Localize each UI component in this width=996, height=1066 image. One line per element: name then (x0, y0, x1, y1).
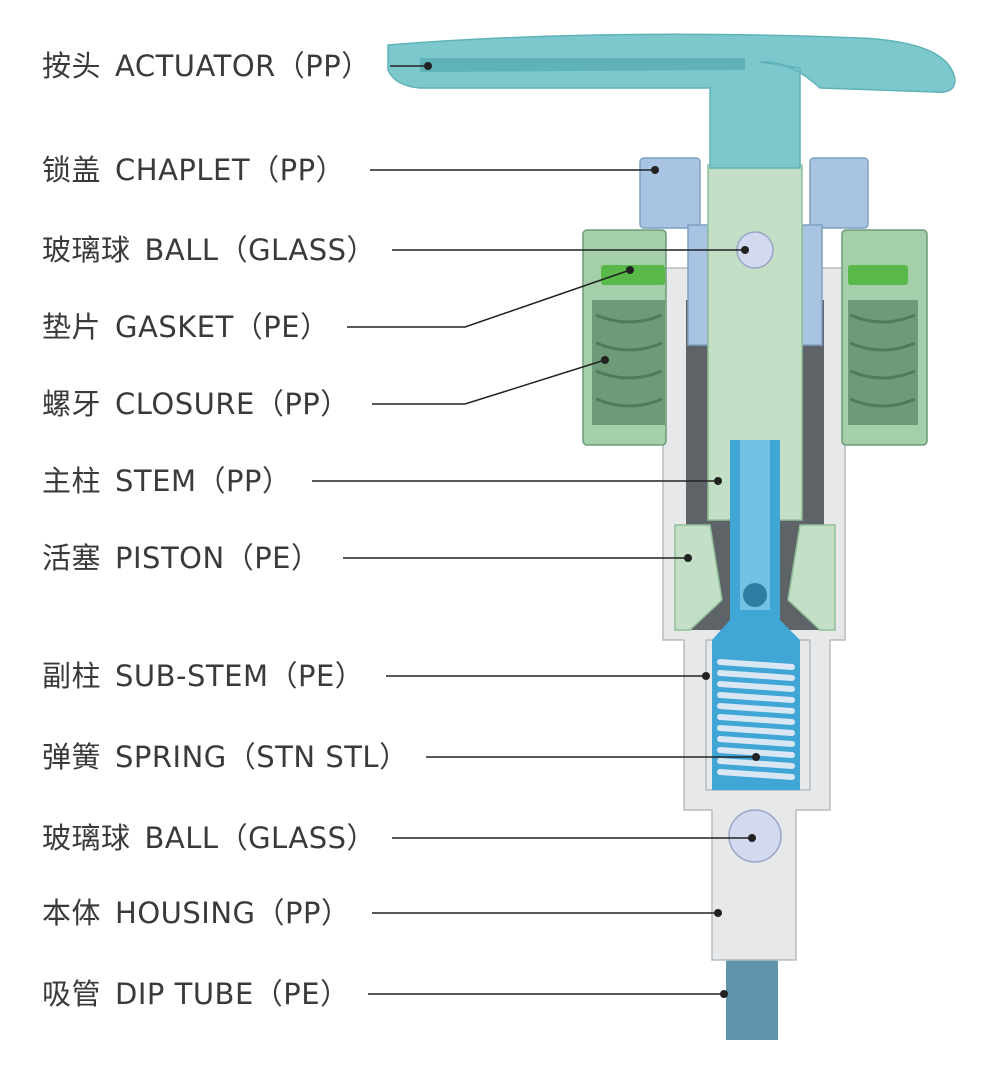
leader-dot (702, 672, 710, 680)
part-label-en: SUB-STEM（PE） (115, 659, 365, 693)
part-label-en: PISTON（PE） (115, 541, 321, 575)
thread-groove (595, 341, 663, 352)
leader-dot (752, 753, 760, 761)
part-label: 玻璃球 BALL（GLASS） (42, 232, 376, 268)
part-label-cn: 吸管 (42, 977, 102, 1011)
part-label: 弹簧 SPRING（STN STL） (42, 739, 409, 775)
thread-groove (849, 313, 916, 324)
gasket-right (848, 265, 908, 285)
spring (717, 659, 795, 780)
thread-groove (595, 313, 663, 324)
spring-coil (717, 769, 795, 780)
part-label: 副柱 SUB-STEM（PE） (42, 658, 364, 694)
part-label: 锁盖 CHAPLET（PP） (42, 152, 345, 188)
stem-port (743, 583, 767, 607)
actuator (387, 33, 956, 169)
part-label: 螺牙 CLOSURE（PP） (42, 386, 350, 422)
part-label-cn: 玻璃球 (42, 821, 131, 855)
spring-coil (717, 659, 795, 670)
part-label-cn: 玻璃球 (42, 233, 131, 267)
part-label: 按头 ACTUATOR（PP） (42, 48, 371, 84)
part-label-cn: 按头 (42, 49, 102, 83)
leader-dot (601, 356, 609, 364)
spring-coil (717, 725, 795, 736)
part-label: 活塞 PISTON（PE） (42, 540, 321, 576)
part-label: 吸管 DIP TUBE（PE） (42, 976, 350, 1012)
thread-groove (595, 369, 663, 380)
part-label: 主柱 STEM（PP） (42, 463, 291, 499)
part-label-cn: 锁盖 (42, 153, 102, 187)
spring-coil (717, 703, 795, 714)
part-label-cn: 副柱 (42, 659, 102, 693)
part-label-cn: 螺牙 (42, 387, 102, 421)
thread-groove (849, 369, 916, 380)
spring-coil (717, 692, 795, 703)
spring-coil (717, 736, 795, 747)
part-label-en: HOUSING（PP） (115, 896, 351, 930)
leader-dot (748, 834, 756, 842)
leader-dot (741, 246, 749, 254)
part-label-cn: 弹簧 (42, 740, 102, 774)
part-label-en: ACTUATOR（PP） (115, 49, 371, 83)
leader-line (347, 269, 631, 328)
leader-dot (714, 477, 722, 485)
thread-groove (595, 397, 663, 408)
leader-dot (651, 166, 659, 174)
part-label-en: BALL（GLASS） (144, 233, 377, 267)
thread-groove (849, 397, 916, 408)
stem-bore (740, 440, 770, 610)
chaplet (639, 157, 869, 346)
part-label: 本体 HOUSING（PP） (42, 895, 350, 931)
gasket-left (601, 265, 665, 285)
leader-dot (626, 266, 634, 274)
part-label-en: DIP TUBE（PE） (115, 977, 350, 1011)
leader-lines (312, 62, 760, 998)
spring-coil (717, 681, 795, 692)
piston (674, 524, 836, 631)
closure-threads (595, 313, 916, 408)
part-label-en: CHAPLET（PP） (115, 153, 346, 187)
part-label: 玻璃球 BALL（GLASS） (42, 820, 376, 856)
spring-coil (717, 747, 795, 758)
leader-dot (720, 990, 728, 998)
part-label-cn: 活塞 (42, 541, 102, 575)
spring-coil (717, 758, 795, 769)
part-label: 垫片 GASKET（PE） (42, 309, 330, 345)
part-label-en: BALL（GLASS） (144, 821, 377, 855)
part-label-en: SPRING（STN STL） (115, 740, 409, 774)
stem-blue-core (712, 440, 800, 790)
leader-dot (714, 909, 722, 917)
part-label-en: CLOSURE（PP） (115, 387, 350, 421)
spring-coil (717, 670, 795, 681)
part-label-en: STEM（PP） (115, 464, 292, 498)
leader-dot (684, 554, 692, 562)
spring-coil (717, 714, 795, 725)
part-label-cn: 垫片 (42, 310, 102, 344)
leader-line (372, 359, 606, 405)
leader-dot (424, 62, 432, 70)
part-label-cn: 本体 (42, 896, 102, 930)
thread-groove (849, 341, 916, 352)
part-label-cn: 主柱 (42, 464, 102, 498)
part-label-en: GASKET（PE） (115, 310, 330, 344)
